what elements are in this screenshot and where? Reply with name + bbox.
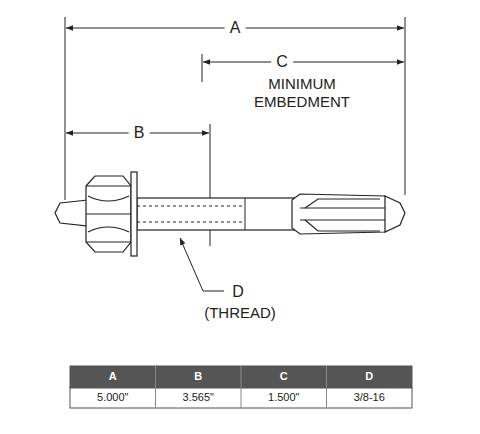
shank	[137, 198, 297, 230]
table-cell: 3.565"	[183, 391, 214, 404]
washer	[131, 172, 137, 256]
dimension-letter: C	[271, 52, 293, 71]
callout-letter: D	[232, 282, 244, 301]
leader-line	[180, 238, 224, 291]
wedge-anchor	[55, 172, 405, 256]
thread-end	[245, 198, 246, 230]
thread-lines	[137, 206, 245, 222]
table-header-cell: C	[280, 370, 288, 383]
table-dividers	[156, 366, 327, 408]
extension-line	[65, 17, 66, 200]
table-cell: 3/8-16	[354, 391, 385, 404]
extension-line	[202, 54, 203, 82]
expansion-clip	[292, 194, 395, 234]
cone-tip	[385, 196, 405, 232]
bolt-end	[55, 200, 88, 226]
table-header-cell: A	[109, 370, 117, 383]
dimension-letter: A	[225, 18, 246, 37]
extension-line	[405, 17, 406, 195]
callout-note: (THREAD)	[204, 304, 276, 322]
table-header-cell: B	[194, 370, 202, 383]
table-header-cell: D	[365, 370, 373, 383]
dimension-line	[203, 62, 404, 63]
table-cell: 5.000"	[97, 391, 128, 404]
dimension-note: MINIMUM EMBEDMENT	[242, 75, 362, 111]
hex-nut	[86, 176, 131, 252]
dimension-letter: B	[129, 123, 150, 142]
table-cell: 1.500"	[268, 391, 299, 404]
